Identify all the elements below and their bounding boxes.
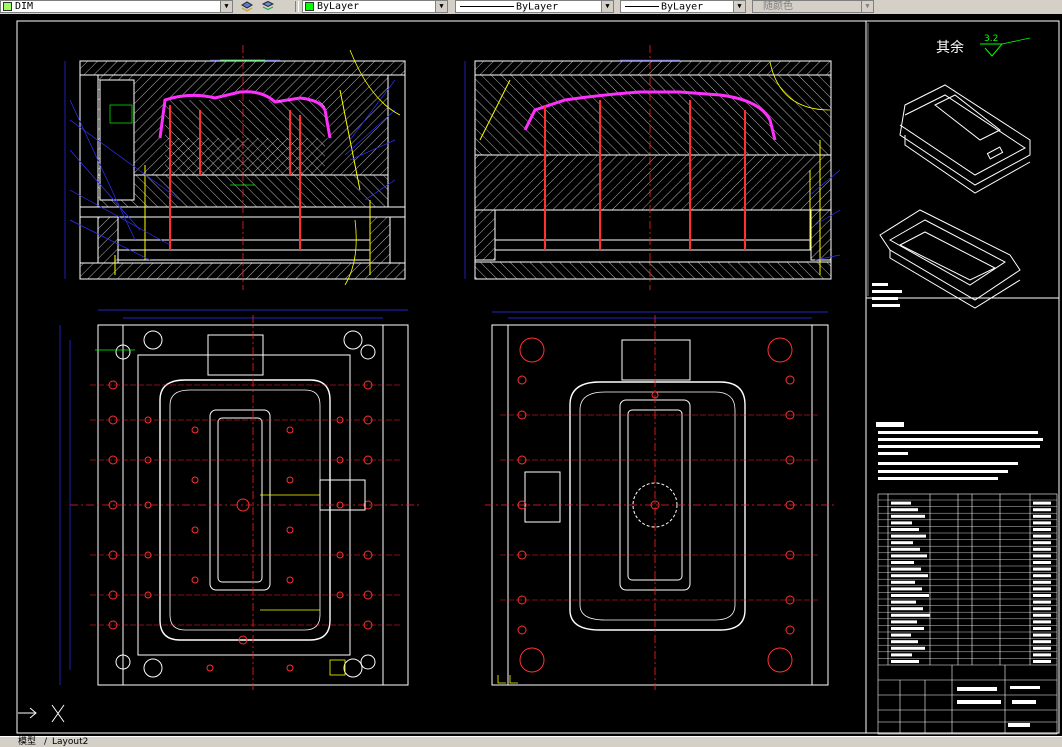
tab-separator: / — [44, 737, 48, 747]
bom-row-text-block — [891, 508, 918, 512]
properties-toolbar: DIM ▼ ByLayer ▼ ByLayer ▼ ByLayer ▼ 随颜色 … — [0, 0, 1062, 15]
bill-of-materials-table — [877, 493, 1058, 735]
plan-view-right — [485, 311, 835, 690]
linetype-sample-icon — [460, 6, 514, 7]
bom-row-text-block — [1033, 627, 1051, 630]
bom-row-text-block — [1033, 633, 1051, 637]
bom-row-text-block — [1033, 501, 1051, 505]
layer-previous-icon[interactable] — [262, 1, 274, 12]
surface-finish-note: 其余 — [936, 39, 964, 56]
bom-row-text-block — [1033, 613, 1051, 617]
bom-row-text-block — [1033, 600, 1051, 604]
bom-row-text-block — [891, 613, 930, 617]
layer-dropdown-value: DIM — [15, 1, 34, 12]
lineweight-dropdown-value: ByLayer — [661, 1, 704, 13]
bom-row-text-block — [891, 640, 918, 644]
linetype-dropdown-value: ByLayer — [516, 1, 559, 13]
bom-row-text-block — [891, 620, 917, 624]
bom-row-text-block — [1033, 594, 1051, 597]
color-dropdown-value: ByLayer — [317, 1, 360, 12]
bom-row-text-block — [1033, 561, 1051, 564]
lineweight-dropdown[interactable]: ByLayer ▼ — [620, 0, 746, 13]
bom-row-text-block — [891, 541, 913, 545]
ucs-icon — [18, 704, 65, 723]
color-swatch — [305, 1, 314, 11]
bom-row-text-block — [891, 600, 916, 604]
bom-row-text-block — [891, 501, 911, 505]
bom-row-text-block — [1033, 508, 1051, 512]
mold-assembly-drawing: 其余 3.2 — [16, 20, 1060, 735]
bom-row-text-block — [891, 653, 912, 657]
chevron-down-icon[interactable]: ▼ — [861, 1, 873, 12]
bom-row-text-block — [891, 534, 926, 538]
bom-row-text-block — [1033, 514, 1051, 518]
tab-model[interactable]: 模型 — [18, 737, 37, 747]
bom-row-text-block — [891, 607, 923, 611]
layer-stack-icon[interactable] — [241, 1, 253, 12]
bom-row-text-block — [891, 547, 920, 551]
bom-row-text-block — [891, 646, 925, 650]
bom-row-text-block — [1033, 574, 1051, 578]
bom-row-text-block — [1033, 521, 1051, 525]
bom-row-text-block — [891, 660, 919, 663]
layer-color-swatch — [3, 1, 12, 11]
technical-requirements-block — [876, 422, 1043, 480]
bom-row-text-block — [1033, 646, 1051, 650]
chevron-down-icon[interactable]: ▼ — [435, 1, 447, 12]
chevron-down-icon[interactable]: ▼ — [601, 1, 613, 12]
section-view-left — [64, 45, 406, 290]
color-dropdown[interactable]: ByLayer ▼ — [302, 0, 448, 13]
plotstyle-dropdown[interactable]: 随颜色 ▼ — [752, 0, 874, 13]
bom-row-text-block — [1033, 660, 1051, 663]
bom-row-text-block — [1033, 580, 1051, 584]
bom-row-text-block — [1033, 541, 1051, 545]
bom-row-text-block — [1033, 528, 1051, 531]
product-isometric-views — [879, 84, 1031, 309]
bom-row-text-block — [891, 514, 925, 518]
bom-row-text-block — [1033, 567, 1051, 571]
bom-row-text-block — [891, 627, 924, 630]
title-block — [878, 665, 1057, 733]
chevron-down-icon[interactable]: ▼ — [220, 1, 232, 12]
bom-row-text-block — [1033, 640, 1051, 644]
roughness-value: 3.2 — [984, 34, 998, 44]
bom-row-text-block — [891, 554, 927, 558]
bom-row-text-block — [1033, 534, 1051, 538]
bom-row-text-block — [891, 594, 929, 597]
bom-row-text-block — [891, 521, 912, 525]
plan-view-left — [59, 309, 420, 690]
layer-dropdown[interactable]: DIM ▼ — [0, 0, 233, 13]
bom-row-text-block — [891, 528, 919, 531]
tab-layout2[interactable]: Layout2 — [52, 737, 89, 747]
bom-row-text-block — [1033, 587, 1051, 591]
roughness-symbol-icon — [980, 43, 1004, 57]
bom-row-text-block — [891, 633, 911, 637]
bom-rows — [878, 499, 1057, 663]
bom-row-text-block — [891, 574, 928, 578]
lineweight-sample-icon — [625, 6, 659, 7]
toolbar-separator — [295, 1, 299, 12]
bom-row-text-block — [891, 587, 922, 591]
bom-row-text-block — [1033, 620, 1051, 624]
bom-row-text-block — [1033, 653, 1051, 657]
bom-row-text-block — [891, 561, 914, 564]
bom-row-text-block — [891, 567, 921, 571]
drawing-border — [16, 20, 1060, 734]
plotstyle-dropdown-value: 随颜色 — [763, 1, 793, 12]
product-info-block — [872, 283, 902, 307]
bom-row-text-block — [891, 580, 915, 584]
chevron-down-icon[interactable]: ▼ — [733, 1, 745, 12]
linetype-dropdown[interactable]: ByLayer ▼ — [455, 0, 614, 13]
bom-row-text-block — [1033, 554, 1051, 558]
bom-row-text-block — [1033, 607, 1051, 611]
section-view-right — [464, 45, 841, 290]
layout-tab-bar: 模型 / Layout2 — [0, 736, 1062, 747]
bom-row-text-block — [1033, 547, 1051, 551]
drawing-canvas[interactable]: 其余 3.2 — [0, 14, 1062, 736]
